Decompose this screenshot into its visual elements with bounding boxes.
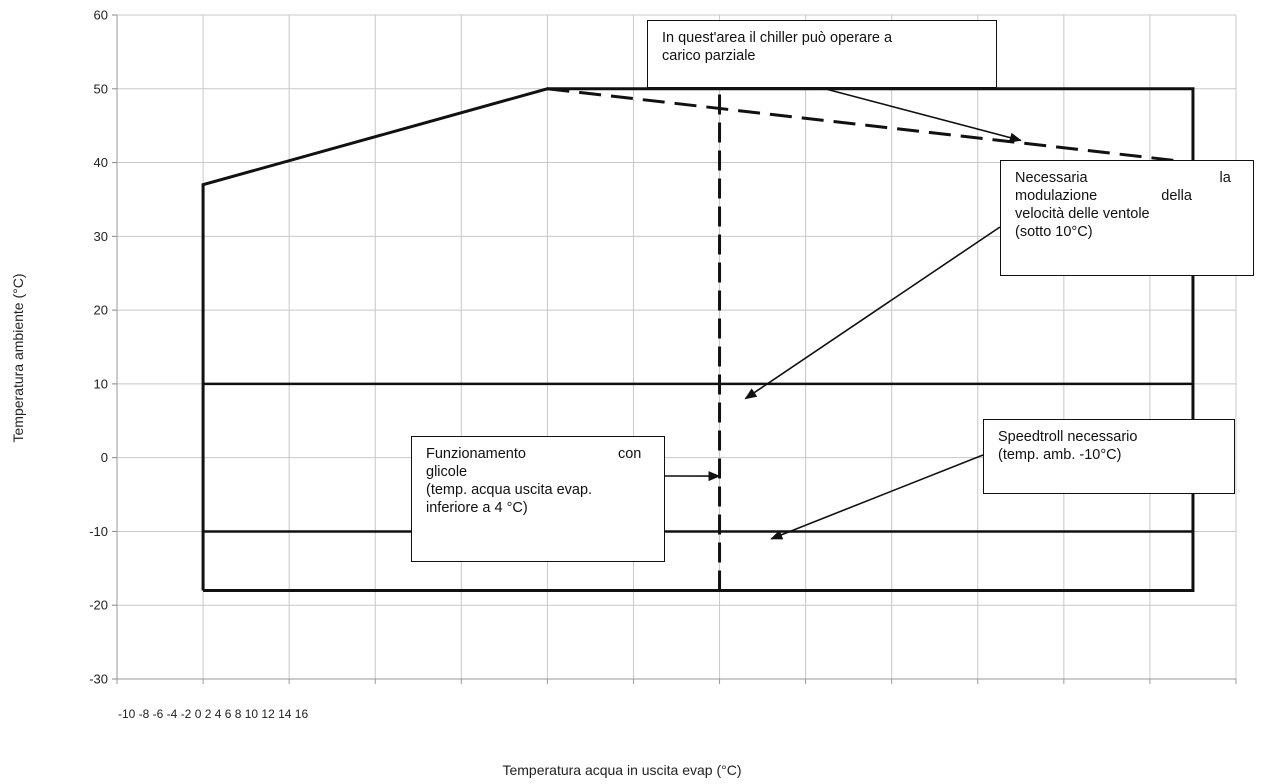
y-tick-label: 50 [94, 81, 108, 96]
note-partial-load: In quest'area il chiller può operare a c… [647, 20, 997, 88]
x-axis-title: Temperatura acqua in uscita evap (°C) [502, 762, 741, 778]
partial-load-limit-line [547, 87, 1194, 165]
x-tick-labels: -10 -8 -6 -4 -2 0 2 4 6 8 10 12 14 16 [118, 707, 308, 721]
y-tick-label: -10 [89, 524, 108, 539]
note-fan-modulation-line-1: Necessaria la [1015, 170, 1231, 186]
note-glycol-line-4: inferiore a 4 °C) [426, 500, 528, 516]
arrow-fan-modulation [744, 226, 1001, 400]
y-tick-label: 20 [94, 303, 108, 318]
note-partial-load-line-2: carico parziale [662, 48, 756, 64]
note-fan-modulation-line-3: velocità delle ventole [1015, 206, 1150, 222]
envelope-line [201, 87, 1195, 592]
note-glycol: Funzionamento con glicole (temp. acqua u… [411, 436, 665, 562]
note-fan-modulation-line-2: modulazione della [1015, 188, 1192, 204]
note-speedtroll: Speedtroll necessario (temp. amb. -10°C) [983, 419, 1235, 494]
arrow-partial-load [821, 87, 1022, 143]
y-tick-label: 10 [94, 376, 108, 391]
y-tick-label: 60 [94, 8, 108, 23]
note-fan-modulation-line-4: (sotto 10°C) [1015, 224, 1093, 240]
arrow-speedtroll [770, 454, 984, 540]
note-speedtroll-line-1: Speedtroll necessario [998, 429, 1138, 445]
note-speedtroll-line-2: (temp. amb. -10°C) [998, 447, 1122, 463]
y-tick-label: 0 [101, 450, 108, 465]
note-fan-modulation: Necessaria la modulazione della velocità… [1000, 160, 1254, 276]
note-glycol-line-2: glicole [426, 464, 468, 480]
note-glycol-line-1: Funzionamento con [426, 446, 642, 462]
note-glycol-line-3: (temp. acqua uscita evap. [426, 482, 593, 498]
y-tick-label: 40 [94, 155, 108, 170]
note-partial-load-line-1: In quest'area il chiller può operare a [662, 30, 893, 46]
y-axis-title: Temperatura ambiente (°C) [10, 274, 26, 443]
y-tick-label: 30 [94, 229, 108, 244]
y-tick-label: -30 [89, 672, 108, 687]
y-tick-label: -20 [89, 598, 108, 613]
